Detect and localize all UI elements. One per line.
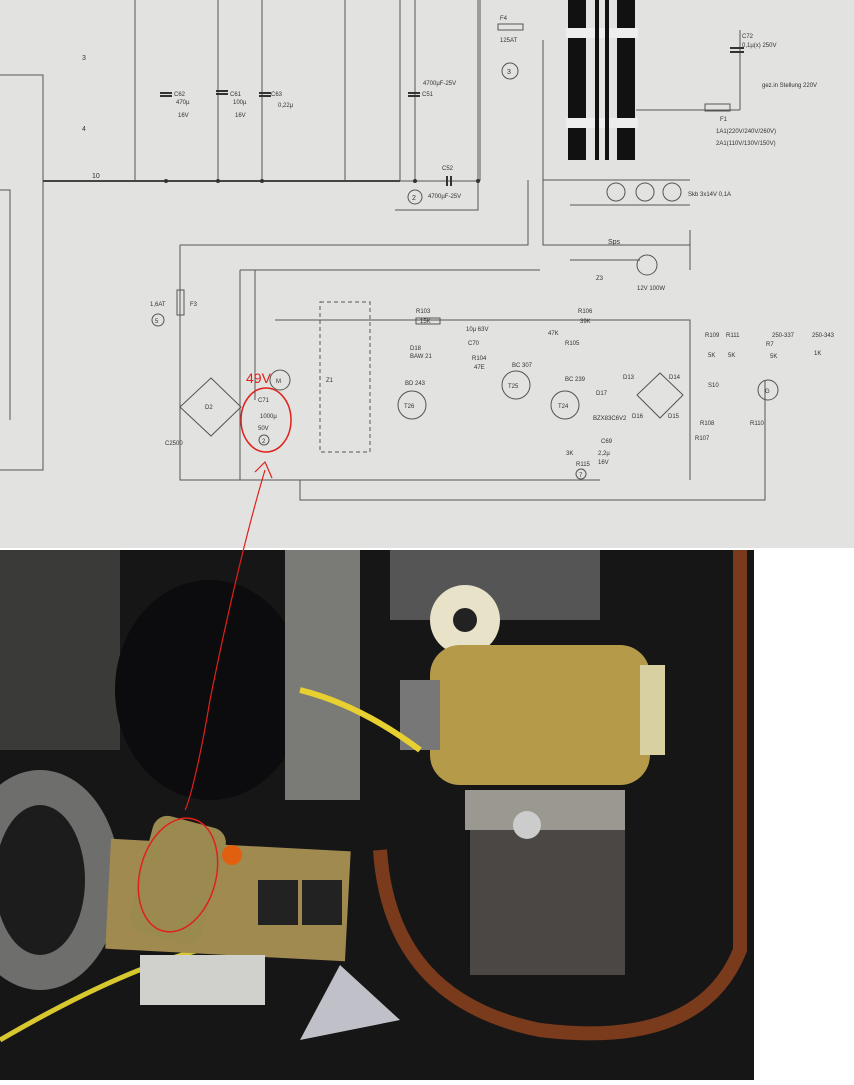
bridge-type: C2500: [165, 441, 183, 447]
r105-label: R105: [565, 341, 580, 347]
t24-type: BC 239: [565, 377, 586, 383]
d18-label: D18: [410, 346, 422, 352]
range-250-343: 250-343: [812, 333, 835, 339]
c72-label: C72: [742, 34, 754, 40]
d18-type: BAW 21: [410, 354, 432, 360]
r105-value: 47K: [548, 331, 559, 337]
r111-label: R111: [726, 333, 740, 339]
t25-type: BC 307: [512, 363, 533, 369]
c61-value: 100µ: [233, 100, 247, 106]
c71-label: C71: [258, 398, 270, 404]
c62-value: 470µ: [176, 100, 190, 106]
f3-label: F3: [190, 302, 198, 308]
c51-label: C51: [422, 92, 434, 98]
c69-label: C69: [601, 439, 613, 445]
t26-label: T26: [404, 404, 415, 410]
r7-label: R7: [766, 342, 774, 348]
s10-label: S10: [708, 383, 719, 389]
f4-value: 125AT: [500, 38, 518, 44]
schematic-scan: 3 4 10 C62 470µ 16V C61 100µ 16V C63 0,2…: [0, 0, 854, 548]
d17-type: BZX83C6V2: [593, 416, 627, 422]
c71-highlight-circle: [240, 387, 292, 453]
r104-label: R104: [472, 356, 487, 362]
r107-label: R107: [695, 436, 710, 442]
r7-value: 5K: [770, 354, 777, 360]
r115-marker: 7: [579, 473, 583, 479]
c71-value: 1000µ: [260, 414, 277, 420]
c71-marker: 2: [262, 439, 266, 445]
c63-label: C63: [271, 92, 283, 98]
r115-value: 3K: [566, 451, 573, 457]
f1-note1: 1A1(220V/240V/260V): [716, 129, 776, 135]
d16-label: D16: [632, 414, 644, 420]
r108-label: R108: [700, 421, 715, 427]
f1-label: F1: [720, 117, 728, 123]
range-250-337: 250-337: [772, 333, 795, 339]
motor-label: M: [276, 379, 281, 385]
connector-4: 4: [82, 126, 86, 133]
z3-label: Z3: [596, 276, 604, 282]
t24-label: T24: [558, 404, 569, 410]
r106-label: R106: [578, 309, 593, 315]
c72-value: 0,1µ(x) 250V: [742, 43, 776, 49]
c52-value: 4700µF-25V: [428, 194, 461, 200]
c69-voltage: 16V: [598, 460, 609, 466]
r104-value: 47E: [474, 365, 485, 371]
generator-label: G: [765, 389, 770, 395]
d13-label: D13: [623, 375, 635, 381]
c61-voltage: 16V: [235, 113, 246, 119]
f3-marker: 5: [155, 319, 159, 325]
c70-value: 10µ 63V: [466, 327, 488, 333]
c61-label: C61: [230, 92, 242, 98]
handwritten-voltage: 49V: [246, 370, 272, 386]
c51-value: 4700µF-25V: [423, 81, 456, 87]
c52-label: C52: [442, 166, 454, 172]
f4-label: F4: [500, 16, 508, 22]
f1-note2: 2A1(110V/130V/150V): [716, 141, 776, 147]
c69-value: 2,2µ: [598, 451, 610, 457]
skb-label: Skb 3x14V 0,1A: [688, 192, 731, 198]
connector-10: 10: [92, 173, 100, 180]
ground-note: gez.in Stellung 220V: [762, 83, 817, 89]
r106-value: 39K: [580, 319, 591, 325]
d15-label: D15: [668, 414, 680, 420]
f3-value: 1,6AT: [150, 302, 166, 308]
r115-label: R115: [576, 462, 591, 468]
r110-label: R110: [750, 421, 765, 427]
t25-label: T25: [508, 384, 519, 390]
c70-label: C70: [468, 341, 480, 347]
c62-voltage: 16V: [178, 113, 189, 119]
c71-voltage: 50V: [258, 426, 269, 432]
r109-label: R109: [705, 333, 720, 339]
capacitor-highlight-circle: [137, 817, 219, 933]
f4-marker: 3: [507, 69, 511, 76]
bridge-label: D2: [205, 405, 213, 411]
z1-label: Z1: [326, 378, 334, 384]
sps-label: Sps: [608, 239, 621, 246]
c63-value: 0,22µ: [278, 103, 294, 109]
r109-value: 5K: [708, 353, 715, 359]
lamp-label: 12V 100W: [637, 286, 665, 292]
r-1k-label: 1K: [814, 351, 821, 357]
r103-label: R103: [416, 309, 431, 315]
c62-label: C62: [174, 92, 186, 98]
d17-label: D17: [596, 391, 608, 397]
connector-3: 3: [82, 55, 86, 62]
d14-label: D14: [669, 375, 681, 381]
c52-marker: 2: [412, 195, 416, 202]
chassis-photo: [0, 550, 754, 1080]
t26-type: BD 243: [405, 381, 426, 387]
r103-value: 15K: [420, 319, 431, 325]
r111-value: 5K: [728, 353, 735, 359]
